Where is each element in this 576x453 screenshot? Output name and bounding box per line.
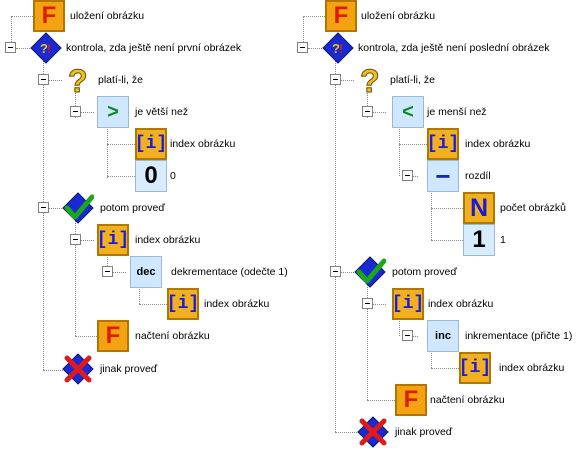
node-label: načtení obrázku [430, 394, 505, 406]
green-check-icon [62, 192, 95, 224]
collapse-toggle[interactable] [38, 202, 49, 213]
node-label: platí-li, že [390, 74, 435, 86]
index-variable-icon: [i] [97, 224, 129, 256]
function-icon: inc [427, 320, 459, 352]
node-label: index obrázku [135, 234, 201, 246]
svg-text:?: ? [68, 64, 88, 96]
node-label: jinak proveď [100, 363, 158, 375]
node-label: dekrementace (odečte 1) [171, 266, 288, 278]
node-label: index obrázku [204, 298, 270, 310]
question-mark-icon: ? [62, 63, 94, 100]
node-label: uložení obrázku [70, 10, 145, 22]
svg-text:?: ? [360, 64, 380, 96]
collapse-toggle[interactable] [297, 42, 308, 53]
collapse-toggle[interactable] [330, 74, 341, 85]
function-icon: dec [130, 256, 162, 288]
svg-text:!: ! [339, 42, 343, 56]
red-cross-icon [62, 353, 94, 385]
minus-icon: − [427, 160, 459, 192]
node-label: je menší než [427, 106, 487, 118]
number-one-icon: 1 [463, 224, 495, 256]
question-mark-icon: ? [354, 63, 386, 100]
red-cross-icon [357, 416, 389, 448]
node-label: index obrázku [465, 138, 531, 150]
node-label: uložení obrázku [361, 10, 436, 22]
node-label: rozdíl [465, 170, 491, 182]
collapse-toggle[interactable] [38, 74, 49, 85]
node-label: kontrola, zda ještě není poslední obráze… [358, 42, 550, 54]
svg-text:?: ? [40, 41, 48, 56]
f-procedure-icon: F [325, 0, 357, 32]
collapse-toggle[interactable] [362, 298, 373, 309]
index-variable-icon: [i] [167, 288, 199, 320]
collapse-toggle[interactable] [330, 266, 341, 277]
node-label: potom proveď [100, 202, 165, 214]
collapse-toggle[interactable] [70, 234, 81, 245]
node-label: index obrázku [499, 362, 565, 374]
less-than-icon: < [392, 96, 424, 128]
node-label: je větší než [135, 106, 189, 118]
node-label: kontrola, zda ještě není první obrázek [66, 42, 242, 54]
condition-diamond-icon: ?! [322, 32, 354, 64]
index-variable-icon: [i] [427, 128, 459, 160]
index-variable-icon: [i] [459, 352, 491, 384]
index-variable-icon: [i] [135, 128, 167, 160]
collapse-toggle[interactable] [5, 42, 16, 53]
svg-text:!: ! [47, 42, 51, 56]
collapse-toggle[interactable] [402, 330, 413, 341]
collapse-toggle[interactable] [70, 106, 81, 117]
node-label: potom proveď [392, 266, 457, 278]
f-procedure-icon: F [97, 320, 129, 352]
node-label: 1 [500, 234, 506, 246]
node-label: počet obrázků [500, 202, 566, 214]
index-variable-icon: [i] [392, 288, 424, 320]
svg-text:?: ? [332, 41, 340, 56]
count-variable-icon: N [463, 192, 495, 224]
node-label: načtení obrázku [135, 330, 210, 342]
number-zero-icon: 0 [135, 160, 167, 192]
f-procedure-icon: F [395, 384, 427, 416]
collapse-toggle[interactable] [102, 266, 113, 277]
node-label: platí-li, že [98, 74, 143, 86]
collapse-toggle[interactable] [402, 170, 413, 181]
node-label: jinak proveď [395, 426, 453, 438]
node-label: index obrázku [170, 138, 236, 150]
node-label: inkrementace (přičte 1) [465, 330, 573, 342]
condition-diamond-icon: ?! [30, 32, 62, 64]
collapse-toggle[interactable] [362, 106, 373, 117]
node-label: 0 [170, 170, 176, 182]
node-label: index obrázku [428, 298, 494, 310]
greater-than-icon: > [97, 96, 129, 128]
green-check-icon [354, 256, 387, 288]
f-procedure-icon: F [33, 0, 65, 32]
